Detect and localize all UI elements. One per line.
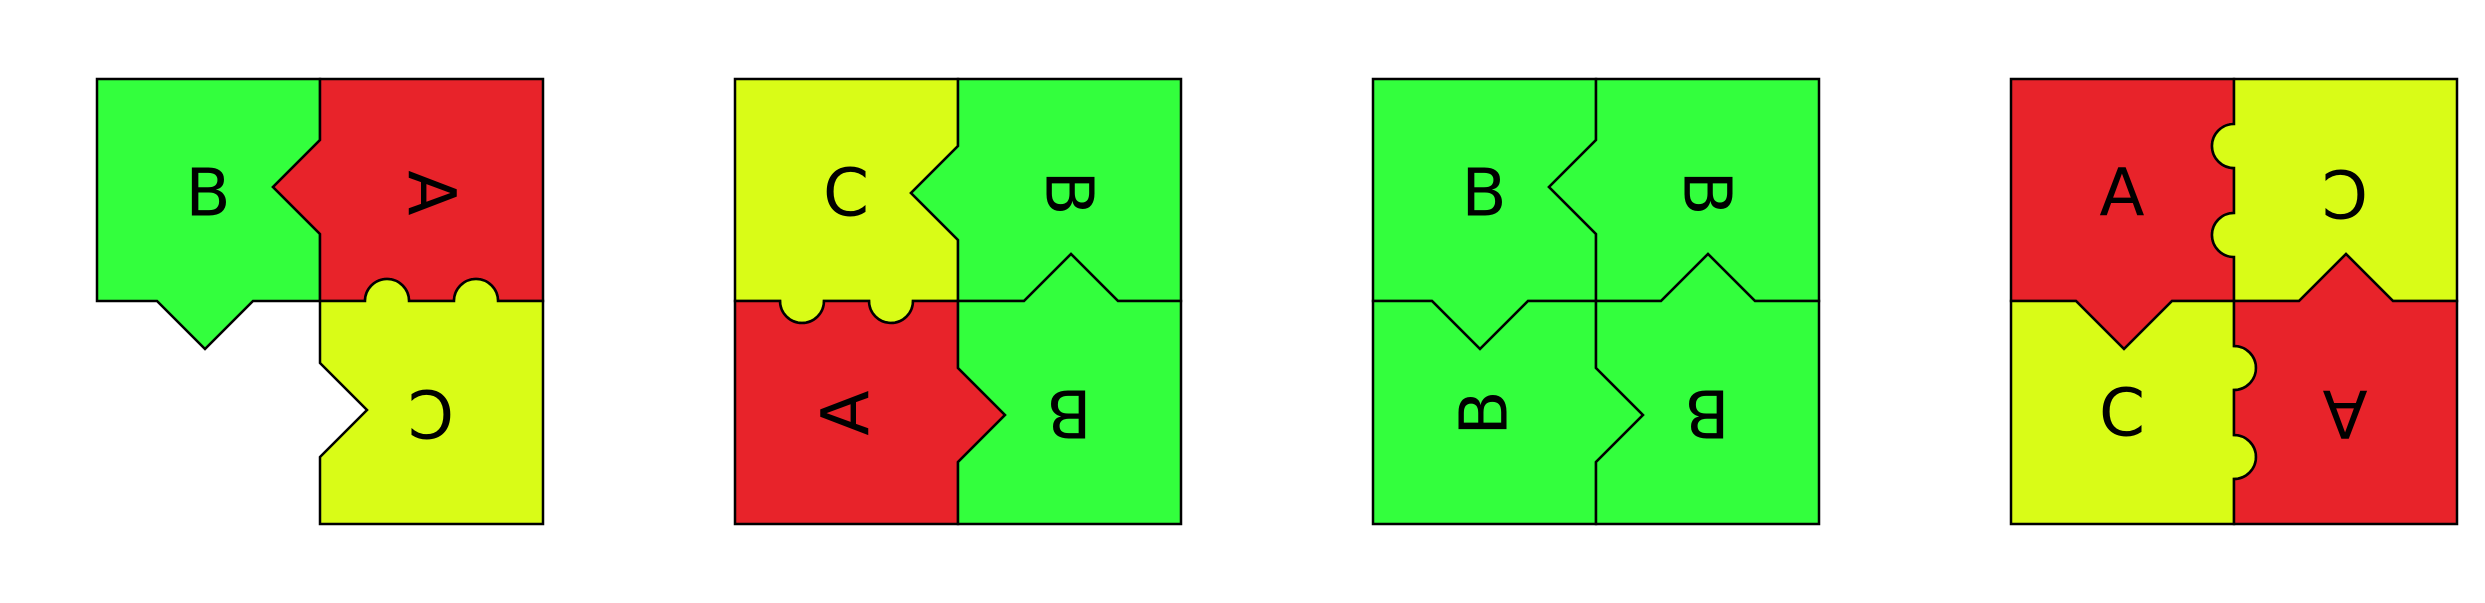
piece-4-br-letter: A [2322, 375, 2367, 452]
piece-2-tl-letter: C [823, 155, 869, 232]
piece-3-br-letter: B [1684, 375, 1729, 452]
piece-4-tl-letter: A [2099, 155, 2144, 232]
piece-1-tl-letter: B [185, 155, 230, 232]
piece-2-bl-letter: A [808, 390, 885, 435]
piece-2-bl [733, 299, 1007, 526]
piece-4-bl-letter: C [2099, 375, 2145, 452]
piece-1-br-letter: C [408, 375, 454, 452]
piece-2-br-letter: B [1046, 375, 1091, 452]
puzzle-3: B B B B [1371, 77, 1821, 526]
piece-3-tl-letter: B [1461, 155, 1506, 232]
piece-4-br [2232, 252, 2459, 526]
piece-3-br [1594, 252, 1821, 526]
puzzle-2: C B A B [733, 77, 1183, 526]
piece-2-tr-letter: B [1031, 170, 1108, 215]
piece-2-br [956, 252, 1183, 526]
piece-1-br [318, 277, 545, 526]
puzzle-4: A C C A [2009, 77, 2459, 526]
piece-1-tr-letter: A [393, 170, 470, 215]
piece-4-tr-letter: C [2322, 155, 2368, 232]
piece-4-tr [2210, 77, 2459, 303]
puzzle-1: B A C [95, 77, 545, 526]
piece-3-tr-letter: B [1669, 170, 1746, 215]
piece-3-bl-letter: B [1446, 390, 1523, 435]
